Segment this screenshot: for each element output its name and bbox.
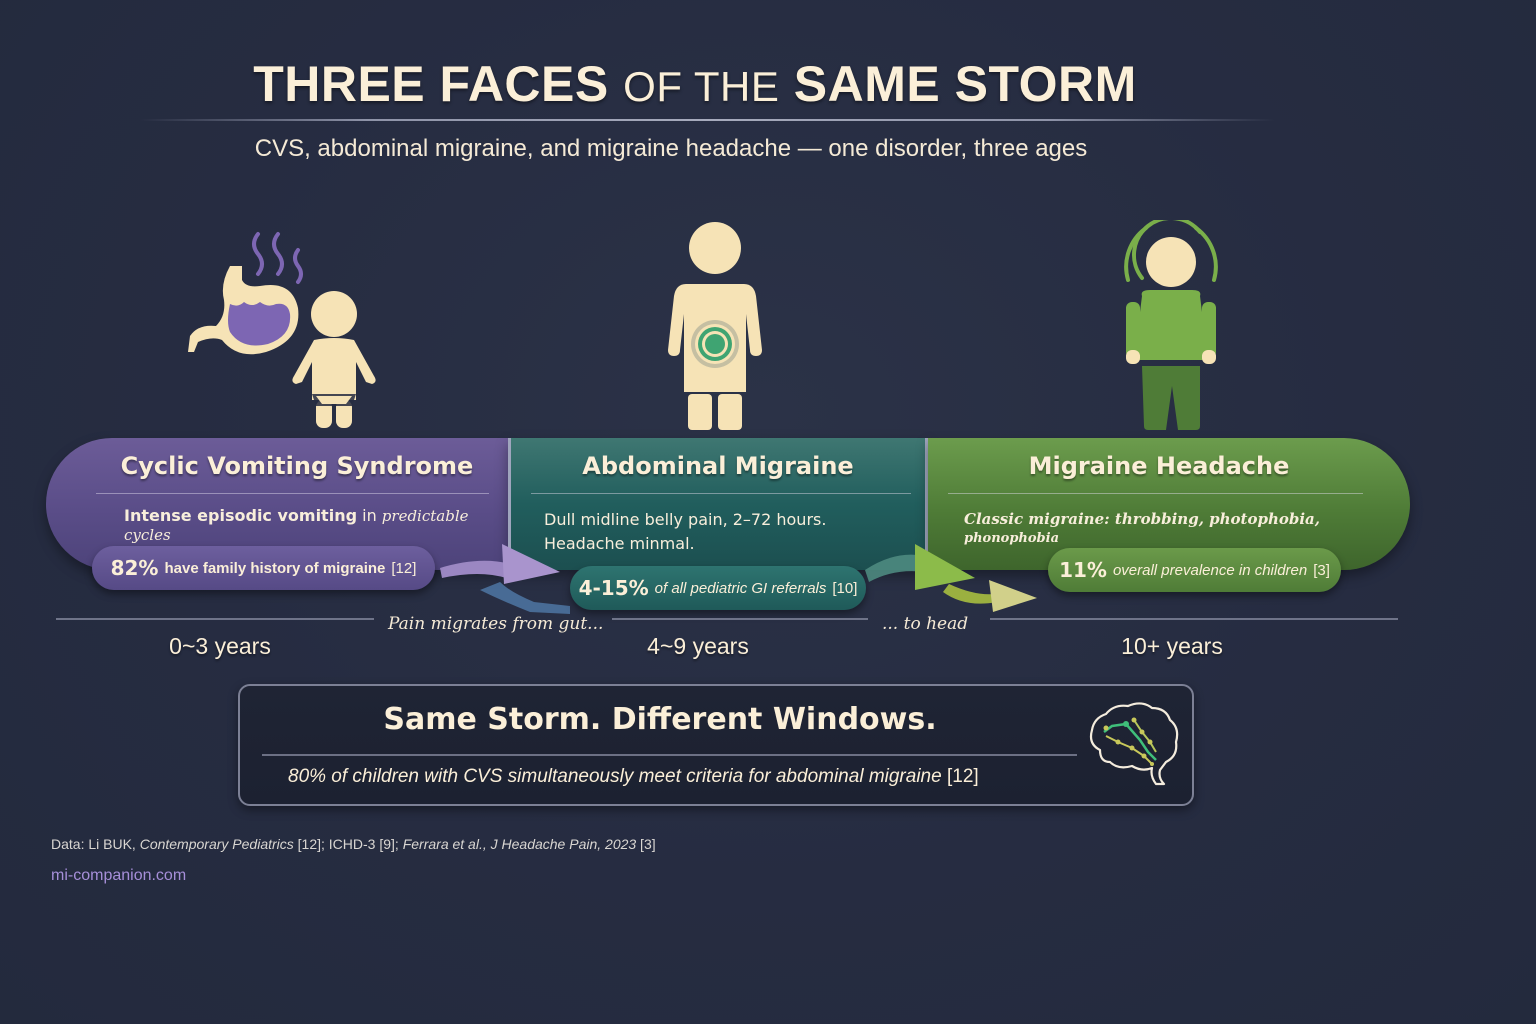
arrow-abdomen-to-head-icon [865, 544, 1037, 612]
timeline-segment-3 [990, 618, 1398, 620]
timeline-segment-1 [56, 618, 374, 620]
transition-label-gut: Pain migrates from gut... [388, 614, 604, 634]
stage-title: Cyclic Vomiting Syndrome [120, 452, 474, 480]
summary-subtitle: 80% of children with CVS simultaneously … [288, 766, 979, 788]
stage-divider [531, 493, 911, 494]
title-part-2: OF THE [623, 63, 780, 110]
source-mid: [12]; ICHD-3 [9]; [293, 836, 403, 852]
stat-text: have family history of migraine [164, 559, 386, 577]
stomach-and-toddler-icon [188, 232, 376, 428]
stage-description: Classic migraine: throbbing, photophobia… [964, 510, 1410, 546]
summary-reference: [12] [946, 766, 979, 787]
stat-reference: [10] [832, 579, 858, 597]
title-part-1: THREE FACES [253, 56, 609, 112]
stat-value: 11% [1059, 558, 1107, 582]
source-journal-1: Contemporary Pediatrics [139, 836, 294, 852]
stage-title: Abdominal Migraine [582, 452, 854, 480]
source-journal-2: Ferrara et al., J Headache Pain, 2023 [402, 836, 637, 852]
description-italic: predictable cycles [124, 507, 469, 544]
source-suffix: [3] [636, 836, 656, 852]
stage-divider [96, 493, 489, 494]
stat-pill-migraine-headache: 11% overall prevalence in children [3] [1048, 548, 1341, 592]
summary-title: Same Storm. Different Windows. [383, 702, 937, 737]
arrow-gut-to-abdomen-icon [440, 544, 570, 614]
stage-title: Migraine Headache [1028, 452, 1290, 480]
stat-reference: [3] [1313, 561, 1330, 579]
source-prefix: Data: Li BUK, [51, 836, 140, 852]
stage-card-abdominal-migraine: Abdominal Migraine Dull midline belly pa… [508, 438, 928, 570]
timeline-segment-2 [612, 618, 868, 620]
description-bold: Intense episodic vomiting [124, 506, 358, 525]
summary-text: 80% of children with CVS simultaneously … [288, 766, 942, 787]
stat-reference: [12] [391, 559, 417, 577]
stage-description: Intense episodic vomiting in predictable… [124, 506, 508, 544]
stat-text: of all pediatric GI referrals [654, 579, 827, 597]
teen-headache-icon [1124, 220, 1218, 430]
child-belly-pain-icon [668, 222, 762, 430]
vapor-icon [252, 232, 303, 284]
title-divider [140, 119, 1275, 121]
website-link[interactable]: mi-companion.com [51, 867, 187, 884]
brain-icon [1089, 702, 1179, 786]
title-part-3: SAME STORM [793, 56, 1137, 112]
transition-label-head: ... to head [882, 614, 969, 634]
description-main: Classic migraine: throbbing, photophobia… [964, 510, 1321, 528]
summary-divider [262, 754, 1077, 756]
data-sources: Data: Li BUK, Contemporary Pediatrics [1… [51, 836, 656, 852]
stat-pill-cvs: 82% have family history of migraine [12] [92, 546, 435, 590]
stat-value: 4-15% [578, 576, 649, 600]
age-label-migraine-headache: 10+ years [1121, 633, 1223, 659]
stage-divider [948, 493, 1363, 494]
stat-text: overall prevalence in children [1112, 561, 1308, 579]
description-small: phonophobia [964, 531, 1059, 546]
stomach-icon [188, 266, 299, 355]
page-subtitle: CVS, abdominal migraine, and migraine he… [254, 135, 1088, 162]
description-line-1: Dull midline belly pain, 2–72 hours. [544, 510, 827, 529]
age-label-cvs: 0~3 years [169, 633, 271, 659]
stat-pill-abdominal-migraine: 4-15% of all pediatric GI referrals [10] [570, 566, 866, 610]
throbbing-waves-icon [1124, 220, 1218, 282]
page-title: THREE FACES OF THE SAME STORM [0, 55, 1390, 113]
stat-value: 82% [110, 556, 159, 580]
toddler-icon [292, 291, 376, 428]
description-normal: in [357, 506, 382, 525]
description-line-2: Headache minmal. [544, 534, 695, 553]
summary-box: Same Storm. Different Windows. 80% of ch… [238, 684, 1194, 806]
stage-description: Dull midline belly pain, 2–72 hours. Hea… [544, 508, 826, 556]
age-label-abdominal-migraine: 4~9 years [647, 633, 749, 659]
